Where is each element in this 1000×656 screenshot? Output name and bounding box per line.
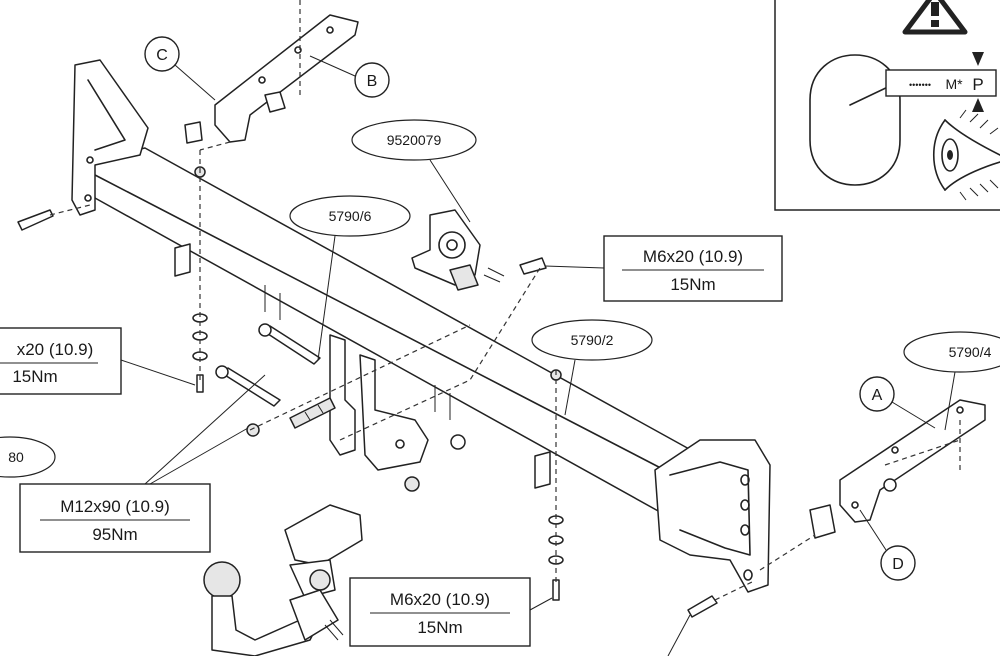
torque-box-left: x20 (10.9) 15Nm [0,327,196,395]
part-number-text: 9520079 [387,132,442,148]
part-number-socket-plate: 9520079 [351,119,477,223]
warning-panel: ••••••• M* P [774,0,1000,211]
bolt-spec: x20 (10.9) [17,340,94,359]
torque-value: 95Nm [92,525,137,544]
letter-d: D [859,509,916,581]
bolt-spec: M12x90 (10.9) [60,497,170,516]
warning-triangle-icon [902,0,968,35]
marking-label [885,69,997,97]
torque-box-bottom-center: M6x20 (10.9) 15Nm [349,577,553,647]
marking-text: M* [945,76,963,92]
part-number-text: 80 [8,449,24,465]
part-number-right-part: 5790/2 [531,319,653,416]
svg-text:A: A [872,387,883,404]
socket-plate [411,209,547,291]
part-number-center-bracket: 5790/6 [289,195,411,361]
svg-text:C: C [156,47,168,64]
torque-box-bottom-left: M12x90 (10.9) 95Nm [19,374,266,553]
torque-value: 15Nm [12,367,57,386]
torque-value: 15Nm [670,275,715,294]
svg-text:B: B [367,73,378,90]
part-number-text: 5790/4 [949,344,992,360]
torque-box-top-right: M6x20 (10.9) 15Nm [544,235,783,302]
right-bracket [809,399,986,539]
arrow-up-icon [972,98,984,112]
tow-ball-assembly [203,504,363,656]
torque-value: 15Nm [417,618,462,637]
letter-c: C [144,36,216,101]
bolts [17,209,718,618]
eye-icon [933,109,1000,201]
leader-bottom-bolt [667,614,691,656]
capsule-outline [809,54,901,186]
pointer-line [849,85,891,106]
position-letter: P [972,75,983,94]
right-end-plate [654,439,771,593]
part-number-far-right: 5790/4 [903,331,1000,431]
assembly-guide-lines [49,0,961,601]
part-number-left-cut: 80 [0,436,56,478]
center-brackets [289,334,429,471]
letter-b: B [309,55,390,98]
left-end-plate [71,59,149,216]
part-number-text: 5790/6 [329,208,372,224]
bolt-spec: M6x20 (10.9) [643,247,743,266]
part-number-text: 5790/2 [571,332,614,348]
marking-dots: ••••••• [909,80,931,90]
letter-a: A [859,376,936,429]
bolt-spec: M6x20 (10.9) [390,590,490,609]
svg-text:D: D [892,556,904,573]
arrow-down-icon [972,52,984,66]
top-left-bracket [214,14,359,143]
